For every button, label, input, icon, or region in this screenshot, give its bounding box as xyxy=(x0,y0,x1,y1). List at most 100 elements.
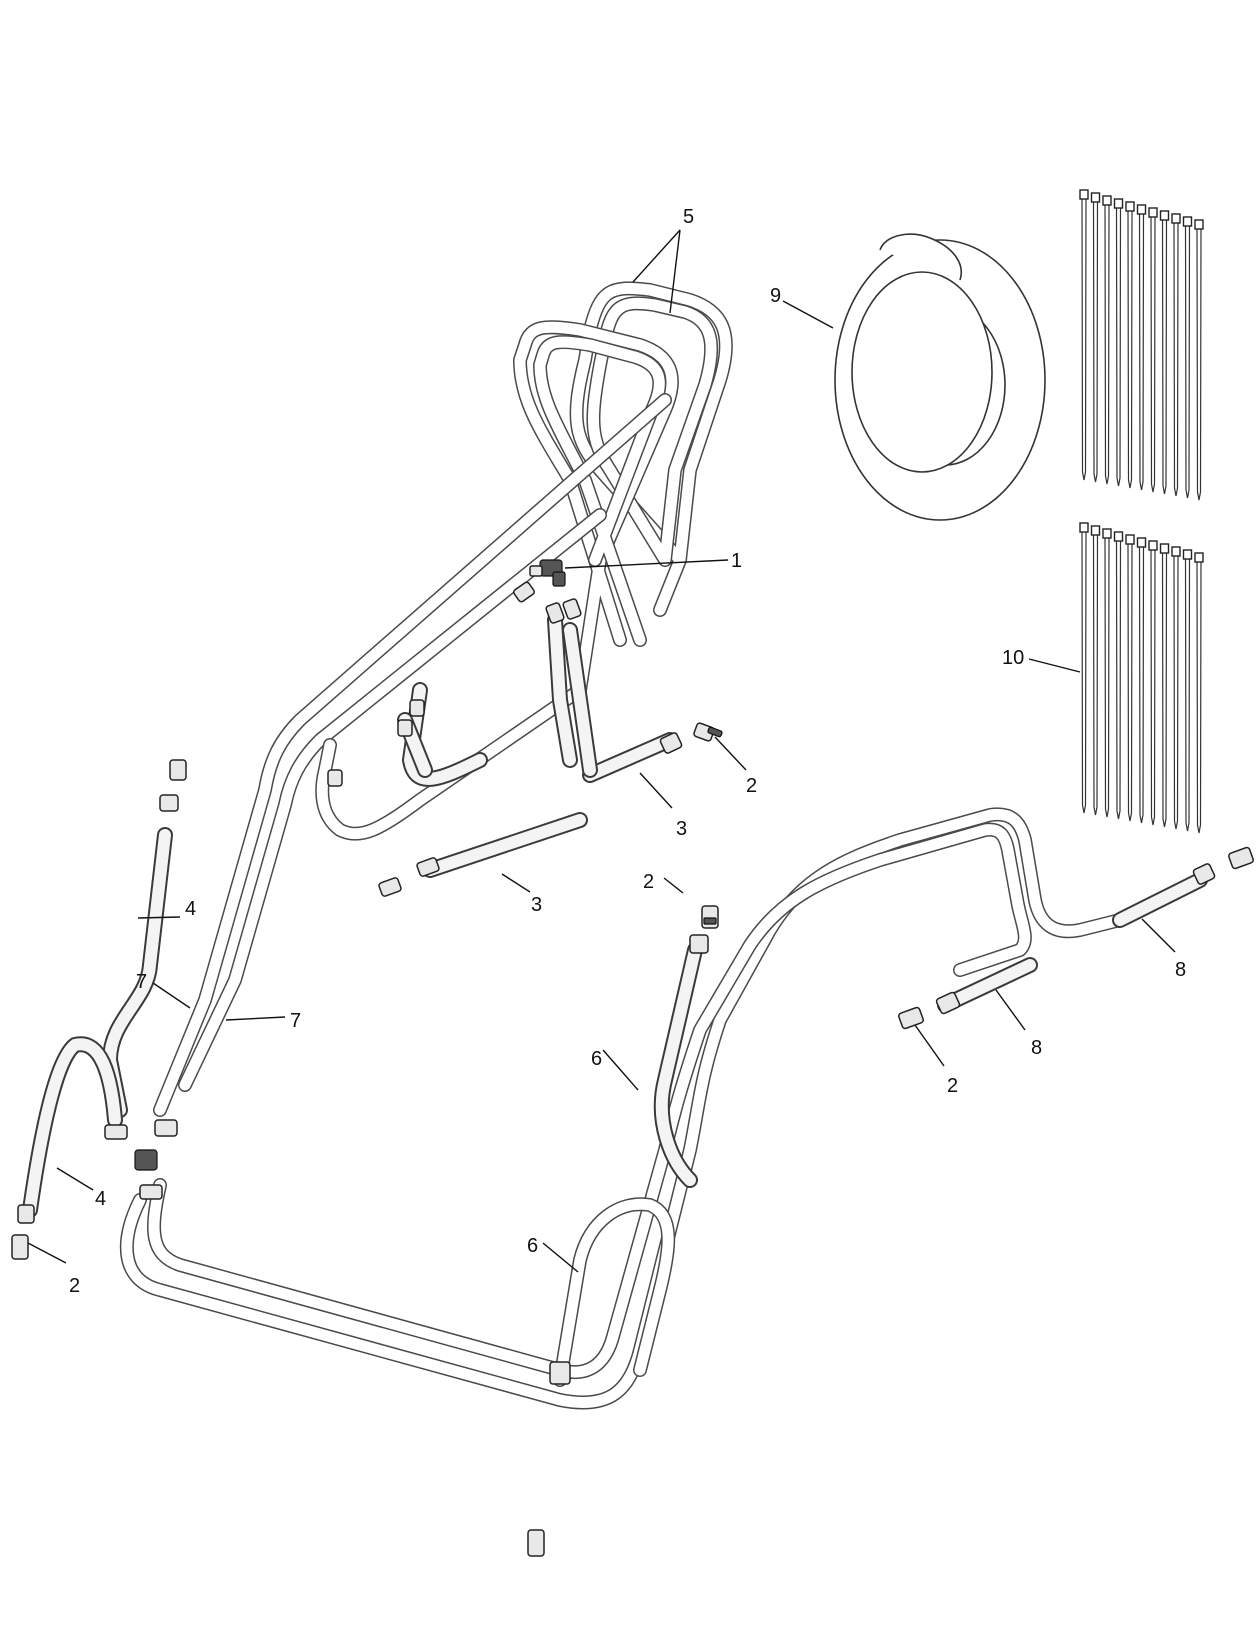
cable-tie-bundle-10-lower xyxy=(1079,522,1204,834)
cable-tie-strap xyxy=(1173,554,1179,830)
cable-tie-strap xyxy=(1161,218,1168,495)
callout-2-center: 2 xyxy=(643,871,654,893)
callout-5: 5 xyxy=(683,206,694,228)
callout-6-lower: 6 xyxy=(527,1235,538,1257)
cable-tie-head xyxy=(1136,537,1147,548)
callout-8-lower: 8 xyxy=(1031,1037,1042,1059)
cable-tie-head xyxy=(1113,198,1124,209)
cable-tie-head xyxy=(1171,213,1181,224)
cable-tie-head xyxy=(1182,216,1193,227)
cable-tie-strap xyxy=(1184,557,1191,832)
fitting-2-bottom xyxy=(527,1529,545,1557)
fitting-3-left-end xyxy=(378,857,440,897)
cable-tie-strap xyxy=(1081,197,1087,481)
callout-4-upper: 4 xyxy=(185,898,196,920)
tube-loop-5-mid-outer xyxy=(513,320,679,697)
fitting-2-left xyxy=(11,1234,29,1260)
callout-6-upper: 6 xyxy=(591,1048,602,1070)
cable-tie-head xyxy=(1136,204,1147,215)
cable-tie-head xyxy=(1148,207,1158,218)
fitting-top-left-hose-end xyxy=(159,759,187,812)
cable-tie-strap xyxy=(1138,545,1145,824)
coil-9 xyxy=(834,233,1046,521)
cable-tie-head xyxy=(1079,189,1089,200)
tube-loop-5-inner xyxy=(586,296,719,567)
fitting-lower-left-valve xyxy=(104,1119,178,1200)
cable-tie-head xyxy=(1102,528,1112,539)
cable-tie-head xyxy=(1148,540,1158,551)
cable-tie-head xyxy=(1090,525,1101,536)
cable-tie-strap xyxy=(1115,206,1122,487)
cable-tie-head xyxy=(1159,210,1170,221)
fitting-2-far-right xyxy=(1228,846,1254,870)
cable-tie-strap xyxy=(1196,560,1202,834)
fitting-2-right-lower xyxy=(898,1006,924,1030)
callout-2-upper: 2 xyxy=(746,775,757,797)
hose-3-upper xyxy=(402,682,488,787)
fitting-6-lower-end xyxy=(549,1361,571,1385)
cable-tie-strap xyxy=(1127,209,1133,489)
hose-4-lower xyxy=(22,1036,123,1218)
cable-tie-strap xyxy=(1104,536,1110,818)
cable-tie-strap xyxy=(1184,224,1191,499)
tube-7-right xyxy=(178,508,607,1092)
callout-labels: 1 2 2 2 2 3 3 4 4 5 6 6 7 7 8 8 9 10 xyxy=(69,206,1186,1297)
fitting-3-right-end xyxy=(659,732,683,754)
cable-tie-head xyxy=(1113,531,1124,542)
tube-6-u-loop xyxy=(553,1197,676,1387)
tube-6-frame-inner xyxy=(147,822,1032,1379)
tube-loop-5-outer xyxy=(569,281,733,617)
fitting-upper-hose-ends xyxy=(327,581,582,787)
callout-3-right: 3 xyxy=(676,818,687,840)
cable-tie-strap xyxy=(1092,533,1099,816)
callout-2-left: 2 xyxy=(69,1275,80,1297)
callout-2-right: 2 xyxy=(947,1075,958,1097)
cable-tie-head xyxy=(1090,192,1101,203)
callout-1: 1 xyxy=(731,550,742,572)
cable-tie-head xyxy=(1171,546,1181,557)
hose-4-upper xyxy=(102,827,173,1118)
tube-loop-5-mid-inner xyxy=(533,335,667,647)
cable-tie-strap xyxy=(1104,203,1110,485)
cable-tie-head xyxy=(1125,534,1135,545)
tube-7-left xyxy=(153,393,672,1117)
callout-4-lower: 4 xyxy=(95,1188,106,1210)
cable-tie-strap xyxy=(1161,551,1168,828)
fitting-8-ends xyxy=(935,863,1216,1015)
cable-tie-strap xyxy=(1092,200,1099,483)
callout-7-right: 7 xyxy=(290,1010,301,1032)
fitting-hose-4-end xyxy=(17,1204,35,1224)
cable-tie-strap xyxy=(1173,221,1179,497)
tee-fitting-1 xyxy=(529,559,566,587)
cable-tie-head xyxy=(1079,522,1089,533)
cable-tie-strap xyxy=(1150,548,1156,826)
fitting-2-center xyxy=(701,905,719,929)
callout-3-lower: 3 xyxy=(531,894,542,916)
cable-tie-head xyxy=(1182,549,1193,560)
hose-8-upper xyxy=(1112,872,1208,928)
tube-6-frame-outer xyxy=(119,807,1127,1410)
hose-3-right xyxy=(582,732,678,783)
hose-8-lower xyxy=(937,957,1038,1013)
cable-tie-strap xyxy=(1150,215,1156,493)
cable-tie-strap xyxy=(1081,530,1087,814)
callout-8-upper: 8 xyxy=(1175,959,1186,981)
cable-tie-head xyxy=(1159,543,1170,554)
leader-lines xyxy=(27,229,1176,1273)
cable-tie-strap xyxy=(1115,539,1122,820)
cable-tie-strap xyxy=(1127,542,1133,822)
cable-tie-head xyxy=(1102,195,1112,206)
hose-3-vertical xyxy=(547,612,598,778)
cable-tie-head xyxy=(1194,219,1204,230)
fitting-6-upper-end xyxy=(689,934,709,954)
cable-tie-bundle-10-upper xyxy=(1079,189,1204,501)
cable-tie-strap xyxy=(1138,212,1145,491)
hose-3-bottom xyxy=(422,812,588,878)
callout-7-left: 7 xyxy=(136,971,147,993)
cable-tie-strap xyxy=(1196,227,1202,501)
cable-tie-head xyxy=(1194,552,1204,563)
tube-3-lower xyxy=(315,683,587,841)
fitting-2-upper-right xyxy=(693,722,723,742)
callout-9: 9 xyxy=(770,285,781,307)
